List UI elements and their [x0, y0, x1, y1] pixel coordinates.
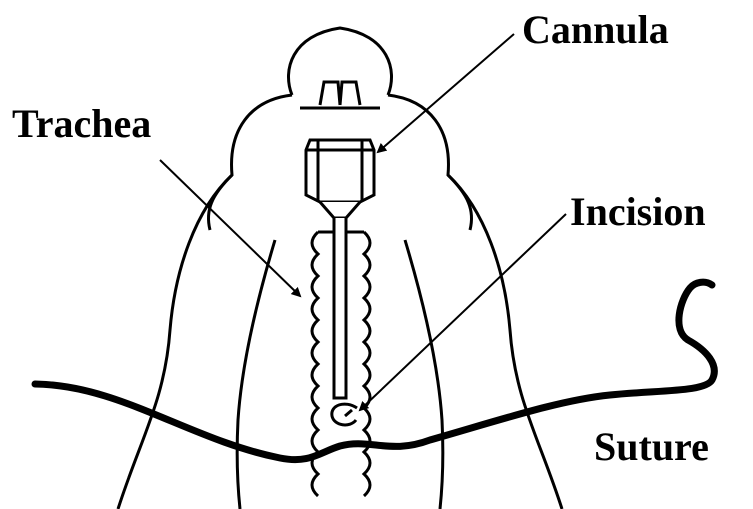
- left-neck-line: [237, 240, 275, 509]
- leader-arrows: [160, 34, 566, 410]
- right-cheek-fold: [448, 175, 472, 230]
- trachea-label: Trachea: [12, 104, 151, 144]
- cannula-tube: [334, 218, 346, 398]
- trachea-right-wall: [364, 232, 370, 496]
- tooth-right: [340, 82, 360, 105]
- right-neck-line: [405, 240, 443, 509]
- snout: [288, 28, 391, 95]
- suture-label: Suture: [594, 427, 709, 467]
- cannula: [306, 140, 374, 398]
- left-cheek-fold: [208, 175, 232, 230]
- incision-mark: [332, 404, 357, 425]
- incision-label: Incision: [570, 192, 706, 232]
- teeth: [300, 82, 380, 108]
- trachea-arrow: [160, 160, 300, 296]
- cannula-taper: [320, 202, 360, 218]
- cannula-arrow: [378, 34, 514, 152]
- tooth-left: [320, 82, 340, 105]
- cannula-label: Cannula: [522, 10, 669, 50]
- incision-arrow: [360, 214, 566, 410]
- head-left-side: [118, 95, 292, 509]
